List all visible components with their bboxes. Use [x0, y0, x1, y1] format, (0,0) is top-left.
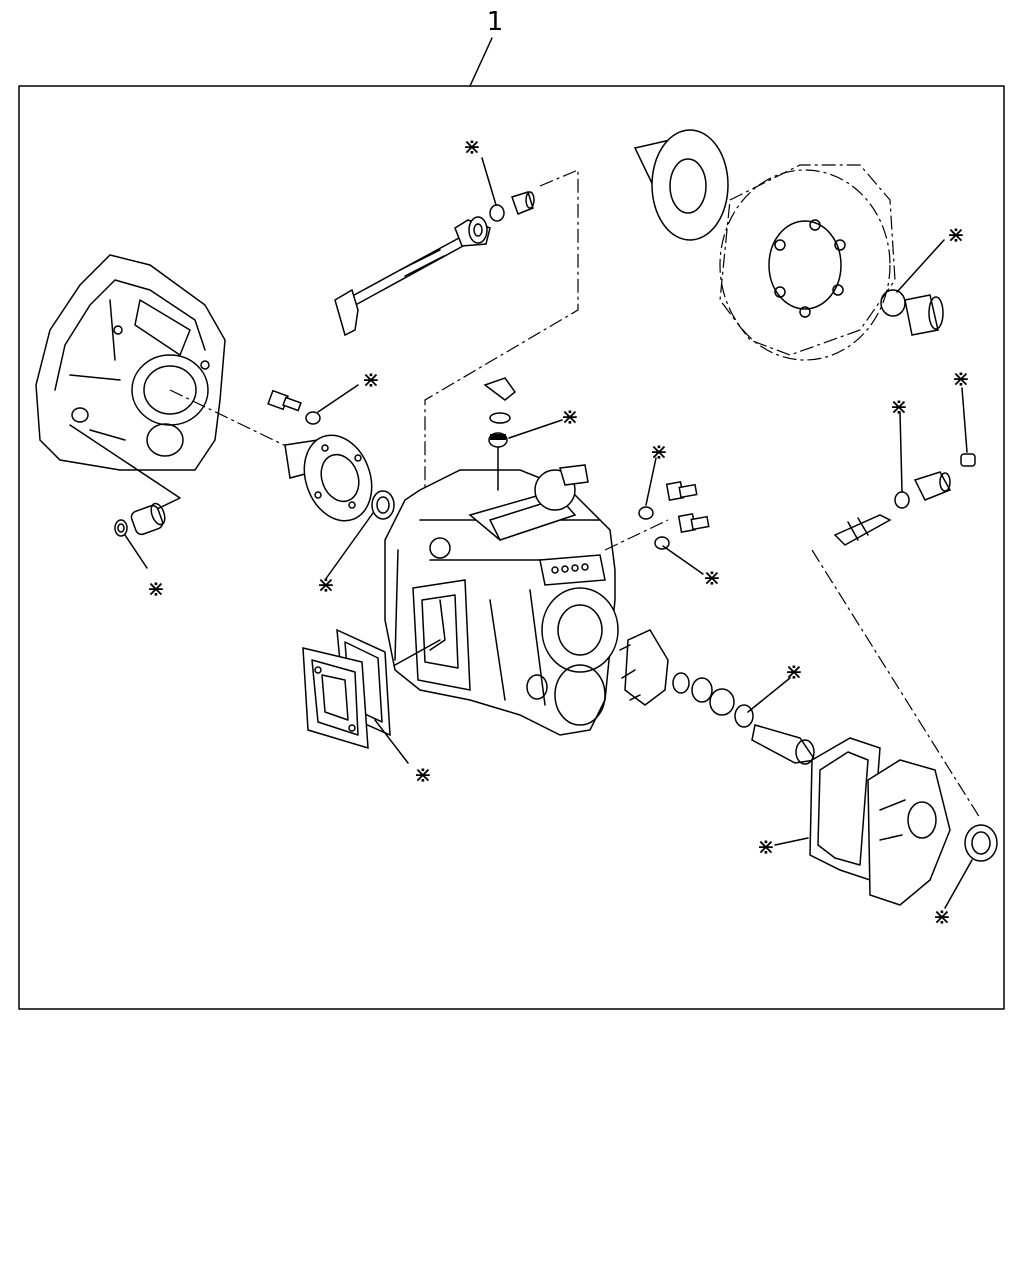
kit-symbol-4: ⋇ — [317, 573, 335, 598]
companion-flange — [633, 129, 729, 241]
plug — [960, 453, 976, 467]
shaft — [751, 724, 817, 765]
diagram-frame — [18, 85, 1005, 1010]
rear-seal — [964, 824, 998, 862]
callout-number: 1 — [487, 7, 504, 37]
transmission-case — [384, 464, 619, 736]
shaft-oring — [489, 204, 505, 222]
rear-housing — [867, 759, 951, 906]
kit-symbol-12: ⋇ — [414, 763, 432, 788]
bolt — [267, 389, 302, 412]
side-cover — [302, 647, 369, 750]
kit-symbol-10: ⋇ — [952, 367, 970, 392]
kit-symbol-2: ⋇ — [362, 368, 380, 393]
kit-symbol-11: ⋇ — [785, 660, 803, 685]
collar — [904, 294, 944, 336]
shift-shaft — [334, 216, 491, 337]
flywheel-pulley — [719, 164, 896, 361]
bolts — [665, 481, 710, 533]
callout-leader — [469, 37, 493, 87]
kit-symbol-5: ⋇ — [561, 405, 579, 430]
bushing — [130, 502, 166, 536]
kit-symbol-7: ⋇ — [703, 566, 721, 591]
kit-symbol-1: ⋇ — [463, 135, 481, 160]
bearing-retainer — [284, 434, 373, 522]
kit-symbol-6: ⋇ — [650, 440, 668, 465]
kit-symbol-9: ⋇ — [890, 395, 908, 420]
shaft-bushing — [511, 191, 535, 215]
oil-seal — [371, 490, 395, 520]
kit-symbol-8: ⋇ — [947, 223, 965, 248]
breather — [483, 377, 517, 491]
clutch-housing — [35, 254, 226, 471]
kit-symbol-markers: ⋇ ⋇ ⋇ ⋇ ⋇ ⋇ ⋇ ⋇ ⋇ ⋇ ⋇ ⋇ ⋇ ⋇ — [147, 135, 970, 930]
oring — [880, 289, 906, 317]
kit-symbol-13: ⋇ — [757, 835, 775, 860]
speedo-driven-gear — [833, 514, 892, 546]
kit-symbol-14: ⋇ — [933, 905, 951, 930]
washer — [114, 519, 128, 537]
speedo-sleeve — [913, 471, 952, 501]
countershaft-gear — [619, 629, 669, 706]
kit-symbol-3: ⋇ — [147, 577, 165, 602]
